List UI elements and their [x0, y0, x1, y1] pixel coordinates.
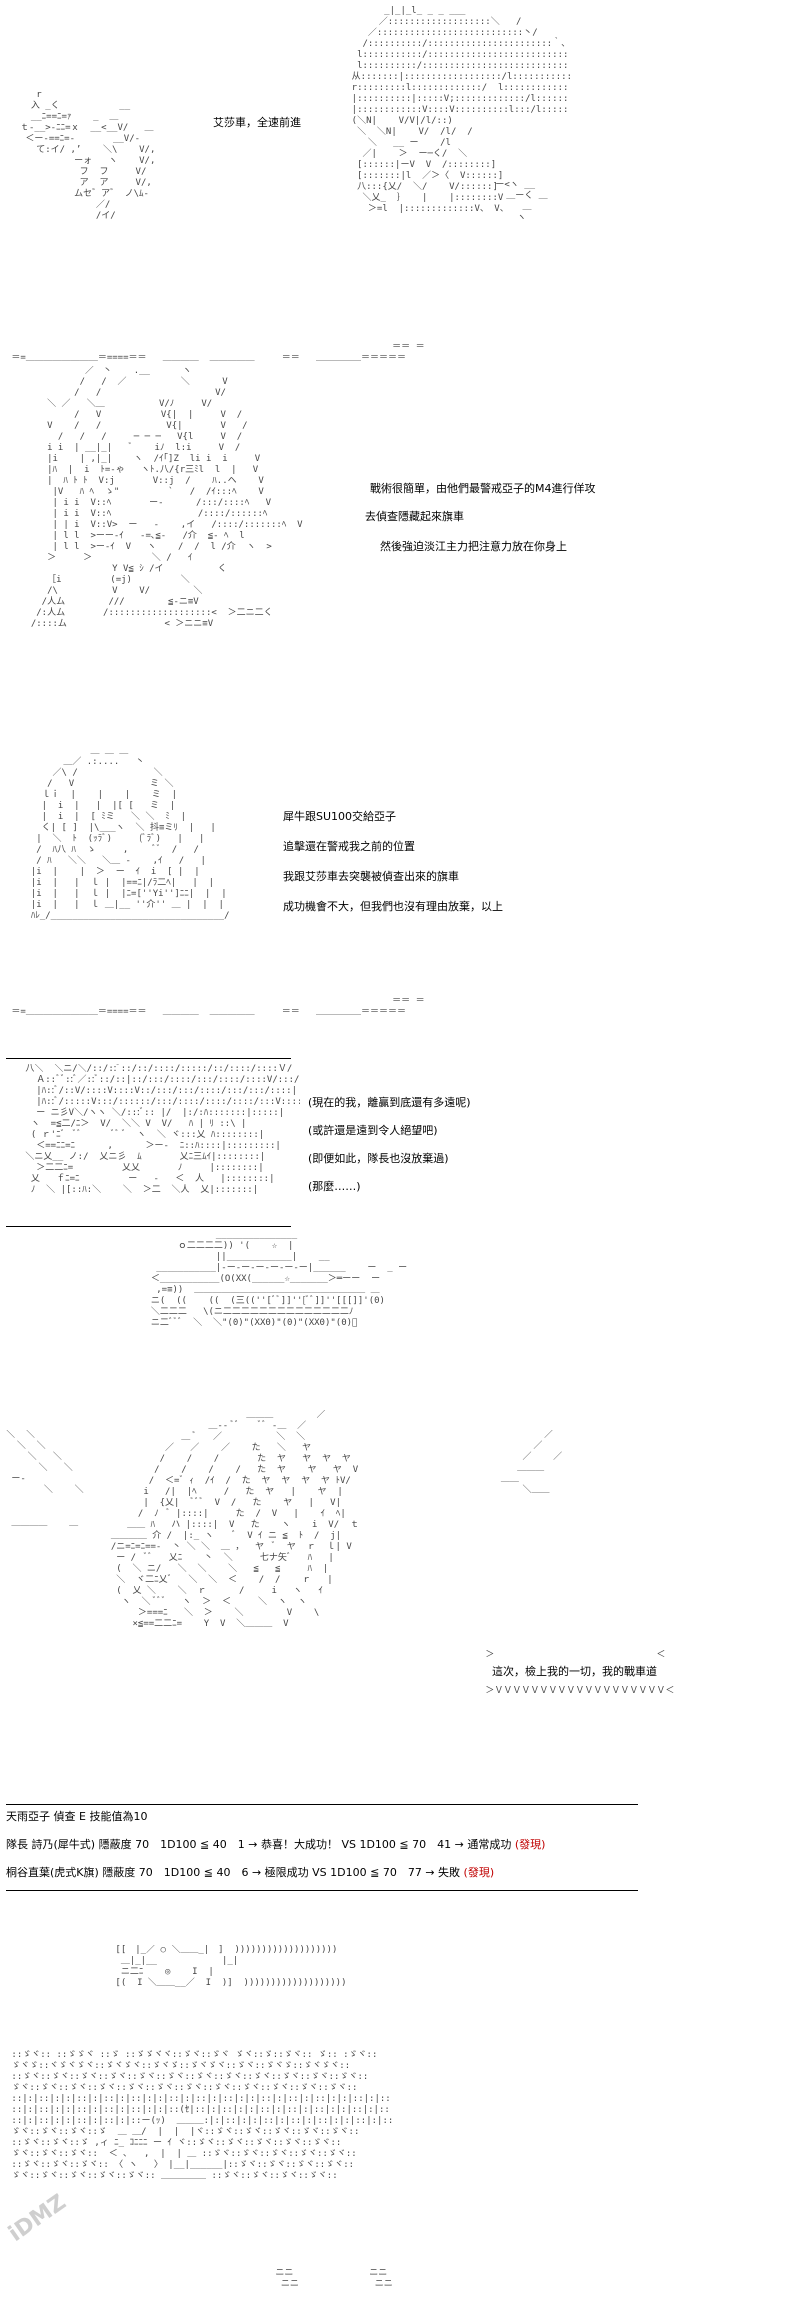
dice-row-result-tag: (發現) [463, 1866, 495, 1879]
panel4-line: (即便如此，隊長也沒放棄過) [308, 1152, 449, 1165]
ascii-art-motion-streaks: ー<ヽ __ ＿ーく ＿ ＿ ヽ [495, 180, 548, 223]
panel2-line: 去偵查隱藏起來旗車 [365, 510, 464, 523]
divider-line [6, 1890, 638, 1891]
dice-row-text: 桐谷直葉(虎式K旗) 隱蔽度 70 1D100 ≦ 40 6 → 極限成功 VS… [6, 1866, 461, 1879]
panel2-line: 戰術很簡單，由他們最警戒亞子的M4進行佯攻 [370, 482, 596, 495]
dice-row: 隊長 詩乃(犀牛式) 隱蔽度 70 1D100 ≦ 40 1 → 恭喜！大成功！… [6, 1838, 545, 1852]
ascii-art-speed-lines: r 入 _く __ __ﾆ==ﾆ=ｧ _ ＿ ｔ-__>-ﾆﾆ=ｘ __<__V… [20, 90, 156, 221]
panel2-line: 然後強迫淡江主力把注意力放在你身上 [380, 540, 567, 553]
dice-header: 天雨亞子 偵查 E 技能值為10 [6, 1810, 148, 1823]
divider-line [6, 1226, 291, 1227]
dice-row: 桐谷直葉(虎式K旗) 隱蔽度 70 1D100 ≦ 40 6 → 極限成功 VS… [6, 1866, 494, 1880]
ascii-art-bottom-marks: ニニ ニニ ニニ ニニ [275, 2268, 393, 2289]
panel3-line: 成功機會不大，但我們也沒有理由放棄，以上 [283, 900, 503, 913]
ascii-art-commander-portrait: ／￣丶 .__ ヽ / / ／ ＼ V / / V/ ＼ ／ ＼＿ V/ﾉ V/… [30, 366, 303, 629]
ascii-art-divider: ￣￣￣￣ ￣￣ ￣￣￣ ￣ ￣ ＝＝ ＝ ＝=＿＿＿＿＿＿＿＿＝====＝＝ ＿… [11, 342, 425, 363]
panel1-dialogue: 艾莎車，全速前進 [213, 116, 301, 129]
ascii-art-commander-closeup: 八＼ ＼ニ/＼/::/::ﾞ::/::/::::/:::::/::/::::/:… [25, 1064, 300, 1195]
panel6-dialogue: 這次，檢上我的一切，我的戰車道 [492, 1665, 657, 1678]
ascii-art-crowd: ::ゞヾ:: ::ゞゞヾ ::ゞ ::ゞゞヾヾ::ゞヾ::ゞヾ ゞヾ::ゞ::ゞ… [11, 2050, 394, 2181]
panel3-line: 我跟艾莎車去突襲被偵查出來的旗車 [283, 870, 459, 883]
ascii-art-divider: ￣￣￣￣ ￣￣ ￣￣￣ ￣ ￣ ＝＝ ＝ ＝=＿＿＿＿＿＿＿＿＝====＝＝ ＿… [11, 996, 425, 1017]
ascii-art-commander-shout: ＿＿＿ ／ ＿-‐ ﾞﾞ ﾞﾞ -＿ ／ ＿ ﾞ ／ ＼ ＼ ／ ／ ／ た ＼… [110, 1410, 359, 1629]
divider-line [6, 1058, 291, 1059]
divider-line [6, 1804, 638, 1805]
ascii-art-speech-bubble-bottom: ＞ＶＶＶＶＶＶＶＶＶＶＶＶＶＶＶＶＶＶＶ＜ [485, 1686, 675, 1696]
panel4-line: (現在的我，離贏到底還有多遠呢) [308, 1096, 471, 1109]
ascii-art-tank-commander: _|_|_l_ _ _ ___ ／:::::::::::::::::::＼ / … [351, 6, 570, 214]
panel3-line: 追擊還在警戒我之前的位置 [283, 840, 415, 853]
ascii-art-tank: _______________ ｏ二二二二)) '( ☆ | ||_______… [150, 1230, 408, 1328]
dice-row-result-tag: (發現) [514, 1838, 546, 1851]
panel4-line: (或許還是遠到令人絕望吧) [308, 1124, 438, 1137]
panel4-line: (那麼……) [308, 1180, 361, 1193]
ascii-art-rays-right: ／ ／ ／ ／ ＿＿＿ ＿＿ ＼＿＿ [500, 1430, 563, 1495]
panel3-line: 犀牛跟SU100交給亞子 [283, 810, 397, 823]
ascii-art-speech-bubble-top: ＞＾＾＾＾＾＾＾＾＾＾＾＾＾＾＾＾＾＾＜ [485, 1650, 666, 1660]
ascii-art-commander-front: ＿ ＿ ＿ ＿／ .:.... 丶 ／\ / ＼ / V ミ ＼ ｌｉ | | … [30, 746, 230, 921]
dice-row-text: 隊長 詩乃(犀牛式) 隱蔽度 70 1D100 ≦ 40 1 → 恭喜！大成功！… [6, 1838, 512, 1851]
ascii-art-rays-left: ＼ ＼ ＼ ＼ ＼ ＼ ＼ ＼ ー‐ ＼ ＼ ＿＿＿＿ ＿ [6, 1430, 84, 1528]
ascii-art-tank-front: [[￣|_／ ○ ＼＿＿_|￣] ))))))))))))))))))) ＿|_… [115, 1945, 347, 1988]
